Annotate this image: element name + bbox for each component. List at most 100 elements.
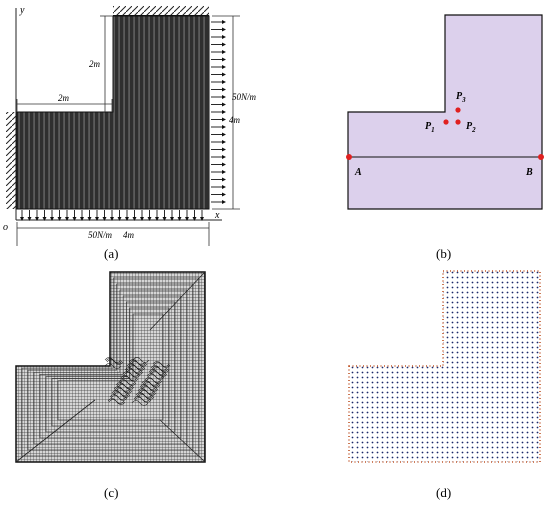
- load-arrow-head: [102, 217, 107, 221]
- mesh-contour: [39, 295, 182, 439]
- load-arrow-head: [192, 217, 197, 221]
- load-arrow-head: [50, 217, 54, 221]
- point-p1-marker: [443, 119, 449, 125]
- load-arrow-head: [170, 217, 174, 221]
- mesh-diagonal: [15, 399, 96, 463]
- load-arrow-head: [80, 217, 84, 221]
- label-p1-base: P: [425, 121, 432, 132]
- load-arrow-head: [147, 217, 152, 221]
- label-p2-base: P: [466, 121, 473, 132]
- load-arrow-head: [222, 35, 226, 39]
- load-arrow-head: [132, 217, 137, 221]
- mesh-dense-stroke: [126, 369, 144, 375]
- load-arrow-head: [177, 217, 182, 221]
- mesh-dense-stroke: [137, 394, 155, 400]
- mesh-dense-stroke: [115, 388, 133, 394]
- label-a: A: [354, 167, 362, 178]
- load-arrow-head: [110, 217, 114, 221]
- point-b-marker: [538, 154, 544, 160]
- load-arrow-head: [20, 217, 24, 221]
- mesh-dense-stroke: [113, 392, 131, 398]
- mesh-dense-stroke: [108, 399, 126, 405]
- mesh-dense-stroke: [128, 365, 146, 371]
- mesh-dense-stroke: [106, 359, 124, 365]
- mesh-domain: [15, 271, 206, 463]
- mesh-dense-stroke: [119, 380, 137, 386]
- label-p1: P1: [425, 121, 435, 134]
- load-arrow-head: [222, 50, 226, 54]
- load-arrow-head: [222, 117, 226, 122]
- caption-a: (a): [104, 246, 118, 261]
- x-axis-label: x: [214, 210, 220, 221]
- load-arrow-head: [222, 20, 226, 24]
- load-arrow-head: [27, 217, 32, 221]
- load-arrow-head: [222, 72, 226, 77]
- load-arrow-head: [222, 170, 226, 174]
- label-b: B: [525, 167, 533, 178]
- caption-c: (c): [104, 485, 118, 500]
- panel-c-mesh: (c): [15, 271, 206, 500]
- mesh-contour-lines: [15, 271, 206, 463]
- mesh-dense-stroke: [110, 395, 128, 401]
- mesh-dense-stroke: [134, 397, 152, 403]
- bottom-load-arrows: [20, 210, 204, 221]
- dim-label-top-height: 2m: [89, 59, 101, 69]
- dim-label-right-height: 4m: [229, 115, 241, 125]
- load-arrow-head: [222, 42, 226, 47]
- mesh-dense-stroke: [145, 378, 163, 384]
- dim-label-top-width: 2m: [58, 93, 70, 103]
- right-load-arrows: [211, 20, 226, 204]
- load-arrow-head: [185, 217, 189, 221]
- mesh-dense-stroke: [152, 367, 170, 373]
- l-shaped-domain: [16, 15, 210, 210]
- load-arrow-head: [222, 185, 226, 189]
- mesh-dense-stroke: [139, 390, 157, 396]
- mesh-dense-stroke: [147, 374, 165, 380]
- load-arrow-head: [222, 27, 226, 32]
- point-p3-marker: [455, 107, 461, 113]
- load-arrow-head: [125, 217, 129, 221]
- load-arrow-head: [200, 217, 204, 221]
- point-a-marker: [346, 154, 352, 160]
- mesh-diagonal: [149, 271, 206, 331]
- load-arrow-head: [222, 200, 226, 204]
- load-arrow-head: [42, 217, 47, 221]
- panel-b-sample-points: P1 P2 P3 A B (b): [346, 14, 544, 261]
- load-arrow-head: [222, 102, 226, 107]
- label-p1-sub: 1: [431, 126, 435, 134]
- load-arrow-head: [155, 217, 159, 221]
- load-arrow-head: [65, 217, 69, 221]
- label-p3-sub: 3: [461, 96, 466, 104]
- load-arrow-head: [222, 125, 226, 129]
- point-p2-marker: [455, 119, 461, 125]
- load-arrow-head: [222, 140, 226, 144]
- l-shaped-domain-b: [347, 14, 543, 210]
- caption-d: (d): [436, 485, 451, 500]
- load-arrow-head: [117, 217, 122, 221]
- mesh-dense-stroke: [153, 362, 171, 368]
- load-arrow-head: [222, 80, 226, 84]
- label-p2: P2: [466, 121, 476, 134]
- load-arrow-head: [87, 217, 92, 221]
- load-arrow-head: [222, 162, 226, 167]
- mesh-dense-stroke: [123, 372, 141, 378]
- load-arrow-head: [35, 217, 39, 221]
- dim-label-bottom-width: 4m: [123, 230, 135, 240]
- panel-d-node-distribution: (d): [348, 270, 541, 500]
- caption-b: (b): [436, 246, 451, 261]
- load-arrow-head: [95, 217, 99, 221]
- mesh-dense-stroke: [130, 361, 148, 367]
- load-arrow-head: [72, 217, 77, 221]
- load-arrow-head: [222, 57, 226, 62]
- load-arrow-head: [162, 217, 167, 221]
- node-field: [349, 271, 540, 462]
- mesh-dense-stroke: [121, 376, 139, 382]
- mesh-dense-stroke: [143, 382, 161, 388]
- panel-a-model-geometry: y x o 2m 2m 50N/m 4m 50N/m 4m (: [3, 5, 257, 261]
- mesh-dense-stroke: [141, 386, 159, 392]
- mesh-contour: [27, 283, 194, 451]
- left-fixed-support: [6, 112, 16, 209]
- load-arrow-head: [140, 217, 144, 221]
- load-arrow-head: [222, 87, 226, 92]
